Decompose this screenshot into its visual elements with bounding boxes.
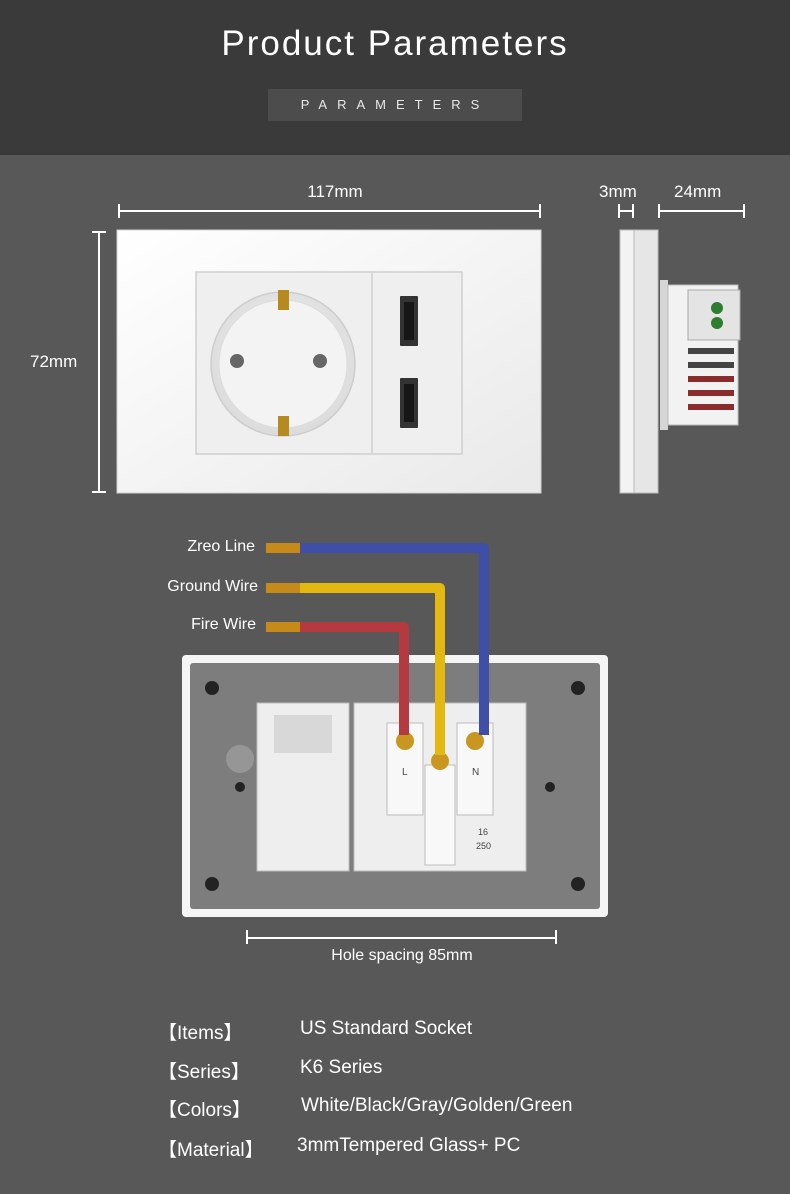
rating-top-marking: 16 (478, 827, 488, 837)
thickness-tick-right (632, 204, 634, 218)
hole-spacing-line (247, 937, 556, 939)
spec-key: 【Material】 (158, 1140, 264, 1161)
hole-spacing-tick-left (246, 930, 248, 944)
width-tick-right (539, 204, 541, 218)
ground-wire (300, 583, 445, 755)
rating-bottom-marking: 250 (476, 841, 491, 851)
fire-wire (300, 622, 409, 735)
width-tick-left (118, 204, 120, 218)
depth-line (659, 210, 745, 212)
subtitle-badge: PARAMETERS (268, 89, 522, 121)
hole-spacing-label: Hole spacing 85mm (331, 947, 473, 964)
terminal-l-marking: L (402, 767, 408, 778)
depth-tick-left (658, 204, 660, 218)
spec-value: K6 Series (300, 1057, 383, 1078)
spec-value: 3mmTempered Glass+ PC (297, 1135, 521, 1156)
height-label: 72mm (30, 352, 78, 371)
height-line (98, 232, 100, 492)
depth-tick-right (743, 204, 745, 218)
page-title: Product Parameters (221, 24, 569, 63)
thickness-line (619, 210, 633, 212)
socket-side-image (619, 229, 741, 494)
header-banner: Product Parameters PARAMETERS (0, 0, 790, 155)
wire-label-fire: Fire Wire (191, 616, 256, 633)
thickness-tick-left (618, 204, 620, 218)
terminal-n-marking: N (472, 767, 479, 778)
socket-front-image (116, 229, 542, 494)
hole-spacing-tick-right (555, 930, 557, 944)
spec-value: US Standard Socket (300, 1018, 473, 1039)
depth-label: 24mm (674, 182, 722, 201)
thickness-label: 3mm (599, 182, 637, 201)
spec-key: 【Colors】 (158, 1100, 251, 1121)
zero-line-wire (300, 543, 489, 735)
spec-key: 【Series】 (158, 1062, 250, 1083)
height-tick-bottom (92, 491, 106, 493)
wire-label-zero: Zreo Line (187, 538, 255, 555)
width-line (119, 210, 540, 212)
wire-label-ground: Ground Wire (167, 578, 258, 595)
height-tick-top (92, 231, 106, 233)
spec-key: 【Items】 (158, 1023, 243, 1044)
spec-value: White/Black/Gray/Golden/Green (301, 1095, 573, 1116)
width-label: 117mm (307, 182, 363, 201)
